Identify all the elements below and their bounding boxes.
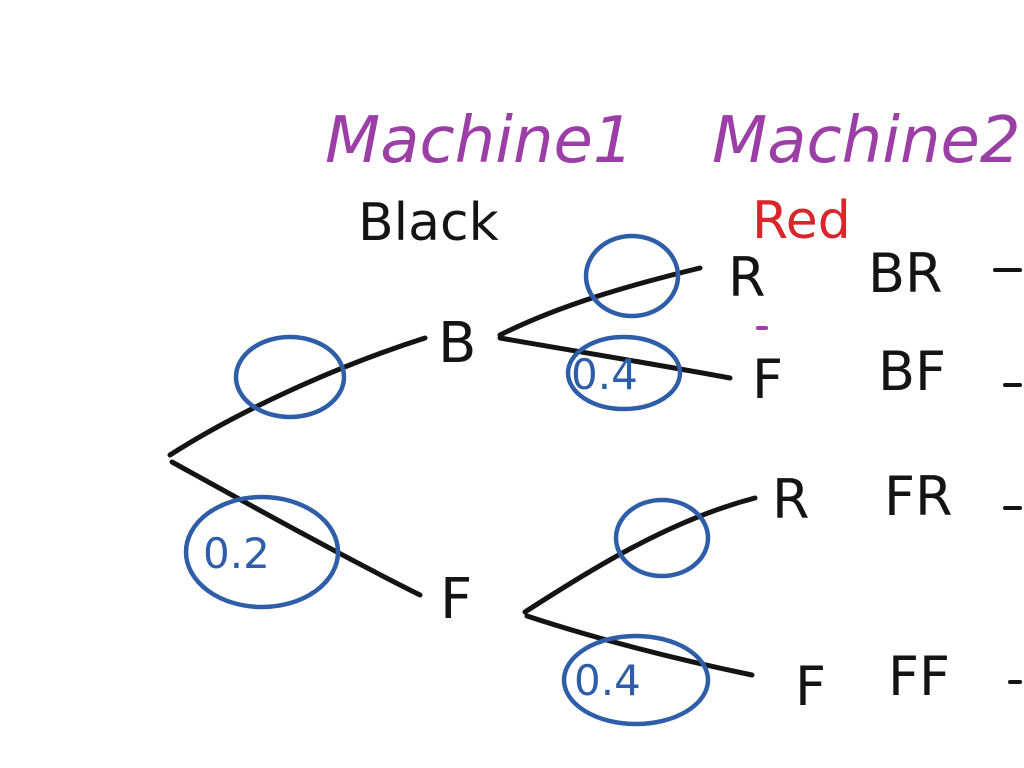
prob-circle-root-B (233, 334, 347, 420)
prob-circle-B-R (583, 233, 681, 319)
node-F: F (440, 567, 472, 632)
branch-F-to-R (522, 495, 758, 615)
outcome-FR: FR (884, 465, 953, 528)
branch-root-to-B (167, 335, 428, 458)
leaf-F-R: R (772, 468, 810, 531)
outcome-dashes (993, 268, 1022, 684)
prob-circle-root-F (183, 494, 341, 610)
prob-B-F: 0.4 (571, 350, 638, 399)
header-machine1-color: Black (358, 193, 499, 253)
prob-root-F: 0.2 (203, 529, 270, 578)
outcome-BF: BF (878, 340, 946, 403)
leaf-B-R: R (728, 246, 766, 309)
probability-circles (183, 233, 711, 727)
tree-branches (167, 265, 758, 678)
prob-circle-F-F (561, 633, 711, 727)
header-machine1: Machine1 (325, 104, 634, 178)
branch-F-to-F (524, 613, 755, 678)
leaf-B-F: F (752, 348, 783, 411)
leaf-F-F: F (795, 655, 826, 718)
header-machine2: Machine2 (712, 104, 1021, 178)
branch-B-to-F (497, 335, 733, 381)
outcome-FF: FF (888, 645, 950, 708)
outcome-BR: BR (868, 242, 943, 305)
header-machine2-color: Red (752, 191, 851, 251)
node-B: B (438, 311, 476, 376)
prob-circle-B-F (565, 334, 683, 412)
prob-F-F: 0.4 (574, 656, 641, 705)
branch-B-to-R (497, 265, 703, 338)
prob-circle-F-R (613, 497, 711, 579)
branch-root-to-F (169, 459, 423, 598)
